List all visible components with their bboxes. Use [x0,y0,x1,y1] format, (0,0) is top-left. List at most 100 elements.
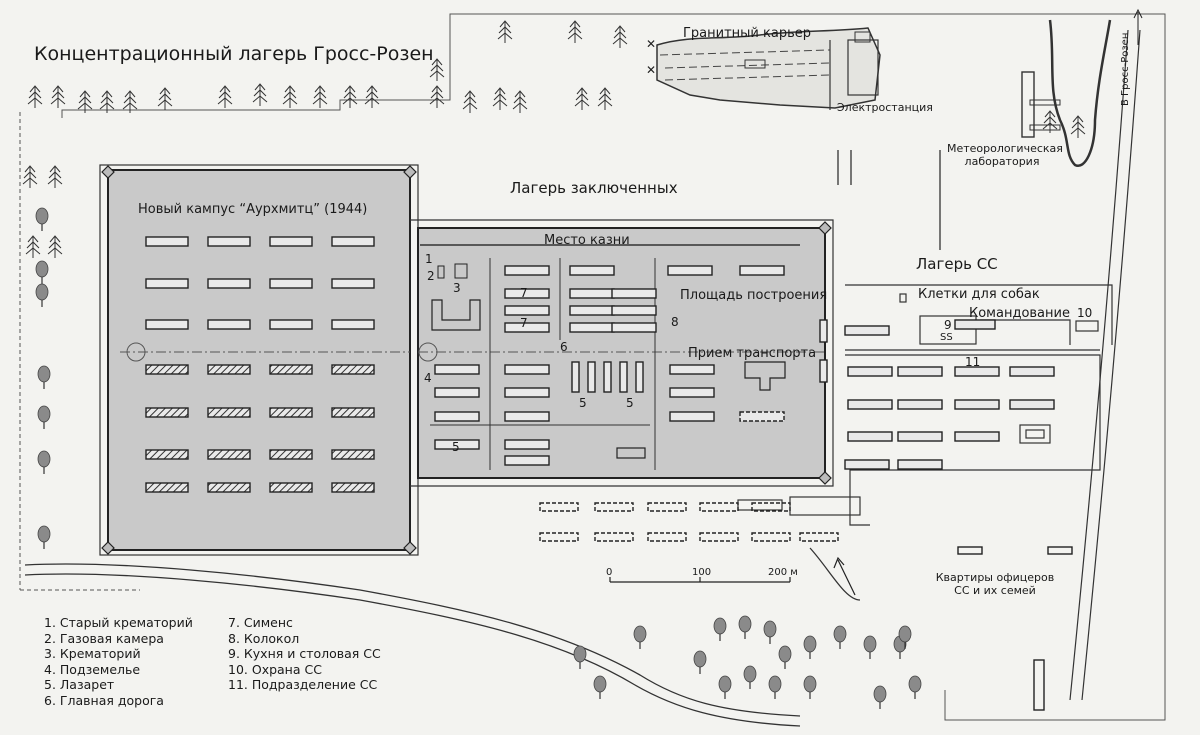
barrack [569,305,615,316]
barrack [603,361,612,393]
barrack [954,366,1000,377]
north-arrow-icon [833,556,856,596]
legend-item: 1. Старый крематорий [44,615,193,630]
barrack [207,278,251,289]
barrack [897,459,943,470]
barrack [669,364,715,375]
map-title: Концентрационный лагерь Гросс-Розен [34,43,434,65]
legend-left: 1. Старый крематорий 2. Газовая камера 3… [44,615,193,709]
barrack [619,361,628,393]
barrack [751,502,791,512]
barrack [331,236,375,247]
barrack [504,411,550,422]
barrack [539,502,579,512]
outer-perimeter [19,13,1166,721]
label-ss-camp: Лагерь СС [916,255,998,273]
barrack [145,278,189,289]
label-officers-quarters: Квартиры офицеров СС и их семей [935,571,1055,597]
barrack [1033,659,1045,711]
ss-camp [737,284,1113,526]
barrack [331,364,375,375]
marker-5a: 5 [579,396,587,410]
marker-3: 3 [453,281,461,295]
barrack [434,387,480,398]
barrack [207,319,251,330]
barrack [647,532,687,542]
legend-item: 11. Подразделение СС [228,677,378,693]
label-prisoners-camp: Лагерь заключенных [510,179,678,197]
barrack [504,439,550,450]
barrack [587,361,596,393]
barrack [611,305,657,316]
legend-item: 4. Подземелье [44,661,141,677]
barrack [611,288,657,299]
barrack [1047,546,1073,555]
marker-5c: 5 [452,440,460,454]
marker-10: 10 [1077,306,1093,320]
marker-7b: 7 [520,316,528,330]
label-roll-call-square: Площадь построения [680,288,828,303]
marker-9: 9 [944,318,952,332]
marker-7a: 7 [520,286,528,300]
barrack [504,288,550,299]
marker-6: 6 [560,340,568,354]
legend-item: 2. Газовая камера [44,630,164,646]
ss-barracks [844,319,1055,470]
barrack [569,288,615,299]
scale-label-100: 100 [692,567,712,578]
marker-1: 1 [425,252,433,266]
stream [1048,19,1112,167]
barrack [145,482,189,493]
barrack [1009,366,1055,377]
label-new-campus: Новый кампус “Аурхмитц” (1944) [138,202,368,217]
barrack [434,439,480,450]
granite-quarry: ✕ ✕ [646,27,881,110]
marker-11: 11 [965,355,981,369]
barrack [799,532,839,542]
barrack [145,364,189,375]
barrack [269,278,313,289]
legend-item: 5. Лазарет [44,677,115,693]
barrack [844,325,890,336]
barrack [847,431,893,442]
scale-label-0: 0 [606,567,613,578]
scale-bar [609,577,791,583]
barrack [819,319,828,343]
barrack [434,411,480,422]
barrack [897,431,943,442]
label-dog-cages: Клетки для собак [918,287,1040,302]
marker-5b: 5 [626,396,634,410]
barrack [1009,399,1055,410]
barrack [611,322,657,333]
barrack [269,449,313,460]
barrack [331,319,375,330]
barrack [669,387,715,398]
label-to-gross-rosen: В Гросс-Розен [1120,32,1131,106]
barrack [331,482,375,493]
barrack [954,431,1000,442]
scale-label-200: 200 м [768,567,798,578]
barrack [207,364,251,375]
barrack [954,319,996,330]
label-power-station: Электростанция [837,101,933,114]
arrow-to-gross-rosen-icon [1133,8,1143,45]
legend-item: 10. Охрана СС [228,661,322,677]
barrack [269,236,313,247]
camp-barracks [434,265,828,466]
barrack [647,502,687,512]
barrack [847,366,893,377]
barrack [331,407,375,418]
barrack [954,399,1000,410]
barrack [819,359,828,383]
barrack [269,319,313,330]
barrack [207,482,251,493]
campus-barracks [145,236,375,493]
label-execution-site: Место казни [544,233,630,248]
barrack [504,455,550,466]
svg-text:✕: ✕ [646,63,656,77]
legend-item: 9. Кухня и столовая СС [228,646,381,662]
barrack [667,265,713,276]
label-command: Командование [969,306,1070,321]
barrack [539,532,579,542]
barrack [145,236,189,247]
